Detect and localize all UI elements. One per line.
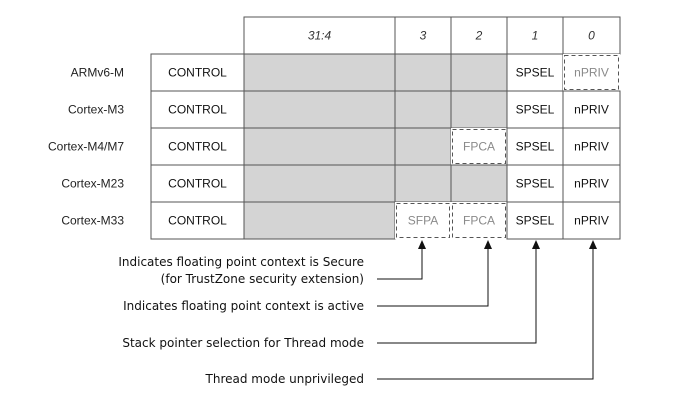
reserved-bit-cell <box>394 127 452 166</box>
header-bit-label: 1 <box>532 29 539 43</box>
bit-field: SPSEL <box>516 214 555 228</box>
bit-field: nPRIV <box>574 177 609 191</box>
reserved-bit-cell <box>243 164 396 203</box>
bit-field: SPSEL <box>516 103 555 117</box>
bit-note: Stack pointer selection for Thread mode <box>122 240 540 350</box>
register-row: Cortex-M33 CONTROL SFPA FPCA SPSEL nPRIV <box>61 201 621 240</box>
register-row: Cortex-M3 CONTROL SPSEL nPRIV <box>68 90 621 129</box>
bit-field-cell <box>562 201 621 240</box>
register-name: CONTROL <box>168 140 227 154</box>
bit-note-text: Indicates floating point context is acti… <box>123 299 364 313</box>
row-label-core: Cortex-M33 <box>61 214 124 228</box>
reserved-bit-cell <box>243 90 396 129</box>
optional-bit-cell-bg <box>563 54 620 91</box>
optional-bit-field: nPRIV <box>574 66 609 80</box>
row-label-core: Cortex-M4/M7 <box>48 140 124 154</box>
connector-line <box>377 245 594 380</box>
bit-note-text: Thread mode unprivileged <box>205 372 364 386</box>
bit-descriptions: Indicates floating point context is Secu… <box>118 240 597 386</box>
arrow-icon <box>589 240 597 249</box>
optional-bit-field: SFPA <box>408 214 438 228</box>
register-row: ARMv6-M CONTROL SPSEL nPRIV <box>71 53 620 92</box>
reserved-bit-cell <box>243 53 396 92</box>
reserved-bit-cell <box>394 164 452 203</box>
reserved-bit-cell <box>394 90 452 129</box>
arrow-icon <box>484 240 492 249</box>
bit-field: nPRIV <box>574 214 609 228</box>
register-name: CONTROL <box>168 66 227 80</box>
reserved-bit-cell <box>243 201 396 240</box>
bit-note-text: Stack pointer selection for Thread mode <box>122 336 364 350</box>
optional-bit-cell-bg <box>451 202 507 239</box>
row-label-core: ARMv6-M <box>71 66 124 80</box>
header-cell-bit <box>394 16 452 55</box>
register-name: CONTROL <box>168 214 227 228</box>
connector-line <box>377 245 537 344</box>
bit-field: SPSEL <box>516 140 555 154</box>
bit-field: nPRIV <box>574 140 609 154</box>
optional-bit-cell <box>452 129 506 164</box>
register-name-cell <box>150 90 245 129</box>
optional-bit-cell-bg <box>451 128 507 165</box>
bit-field: SPSEL <box>516 177 555 191</box>
header-bit-label: 2 <box>475 29 483 43</box>
register-name: CONTROL <box>168 177 227 191</box>
optional-bit-cell <box>564 55 619 90</box>
optional-bit-cell-bg <box>395 202 451 239</box>
row-label-core: Cortex-M3 <box>68 103 124 117</box>
bit-field-cell <box>506 127 564 166</box>
optional-bit-field: FPCA <box>463 140 495 154</box>
register-row: Cortex-M4/M7 CONTROL FPCA SPSEL nPRIV <box>48 127 621 166</box>
register-name-cell <box>150 201 245 240</box>
register-name: CONTROL <box>168 103 227 117</box>
header-bit-label: 3 <box>420 29 427 43</box>
reserved-bit-cell <box>450 90 508 129</box>
row-label-core: Cortex-M23 <box>61 177 124 191</box>
register-name-cell <box>150 53 245 92</box>
header-cell-bit <box>243 16 396 55</box>
reserved-bit-cell <box>394 53 452 92</box>
bit-field-cell <box>562 127 621 166</box>
header-bit-label: 0 <box>588 29 595 43</box>
bit-field: nPRIV <box>574 103 609 117</box>
bit-field-cell <box>506 90 564 129</box>
register-row: Cortex-M23 CONTROL SPSEL nPRIV <box>61 164 621 203</box>
optional-bit-cell <box>396 203 450 238</box>
bit-note: Indicates floating point context is Secu… <box>118 240 426 286</box>
arrow-icon <box>418 240 426 249</box>
arrow-icon <box>532 240 540 249</box>
bit-note-text: Indicates floating point context is Secu… <box>118 255 364 269</box>
bit-note: Indicates floating point context is acti… <box>123 240 492 313</box>
reserved-bit-cell <box>450 53 508 92</box>
bit-note-text: (for TrustZone security extension) <box>161 272 364 286</box>
optional-bit-cell <box>452 203 506 238</box>
connector-line <box>377 245 423 280</box>
reserved-bit-cell <box>450 164 508 203</box>
connector-line <box>377 245 489 307</box>
bit-field: SPSEL <box>516 66 555 80</box>
bit-note: Thread mode unprivileged <box>205 240 597 386</box>
header-bit-label: 31:4 <box>308 29 332 43</box>
optional-bit-field: FPCA <box>463 214 495 228</box>
bit-field-cell <box>506 201 564 240</box>
reserved-bit-cell <box>243 127 396 166</box>
